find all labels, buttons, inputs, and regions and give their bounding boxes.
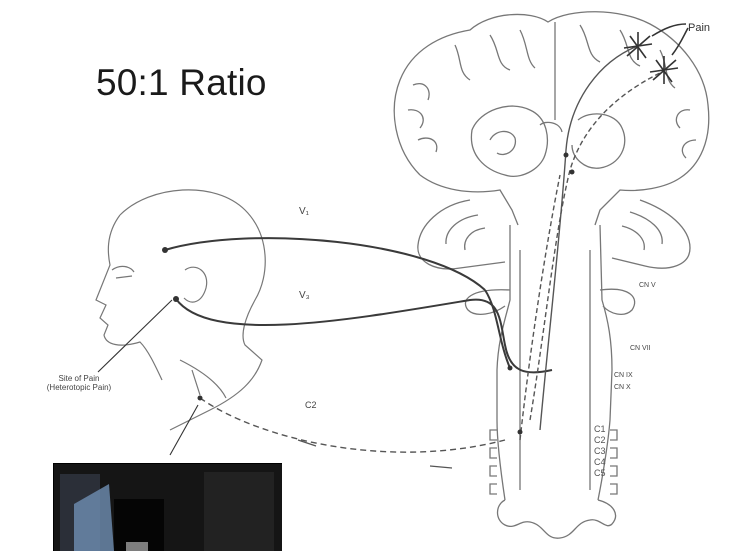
cervical-labels: C1 C2 C3 C4 C5 — [594, 424, 606, 479]
c1-label: C1 — [594, 424, 606, 435]
cn-x-label: CN X — [614, 384, 631, 391]
nerve-pathways — [165, 238, 552, 372]
c2-vert-label: C2 — [594, 435, 606, 446]
c2-label: C2 — [305, 400, 317, 410]
cn-ix-label: CN IX — [614, 372, 633, 379]
cn-v-label: CN V — [639, 282, 656, 289]
site-of-pain-text: Site of Pain — [24, 374, 134, 383]
video-frame — [54, 464, 282, 551]
v3-label: V₃ — [299, 290, 310, 301]
head-outline — [96, 190, 265, 430]
v1-label: V₁ — [299, 206, 309, 217]
heterotopic-pain-text: (Heterotopic Pain) — [24, 383, 134, 392]
c5-label: C5 — [594, 468, 606, 479]
site-of-pain-label: Site of Pain (Heterotopic Pain) — [24, 374, 134, 392]
diagram-title: 50:1 Ratio — [96, 62, 267, 104]
brain-outline — [394, 12, 708, 225]
cn-vii-label: CN VII — [630, 345, 651, 352]
brainstem — [465, 225, 634, 538]
nerve-junctions — [162, 153, 575, 435]
c3-label: C3 — [594, 446, 606, 457]
ascending-pathways — [200, 45, 662, 452]
pain-label: Pain — [688, 22, 710, 34]
video-thumbnail[interactable] — [53, 463, 282, 551]
c4-label: C4 — [594, 457, 606, 468]
